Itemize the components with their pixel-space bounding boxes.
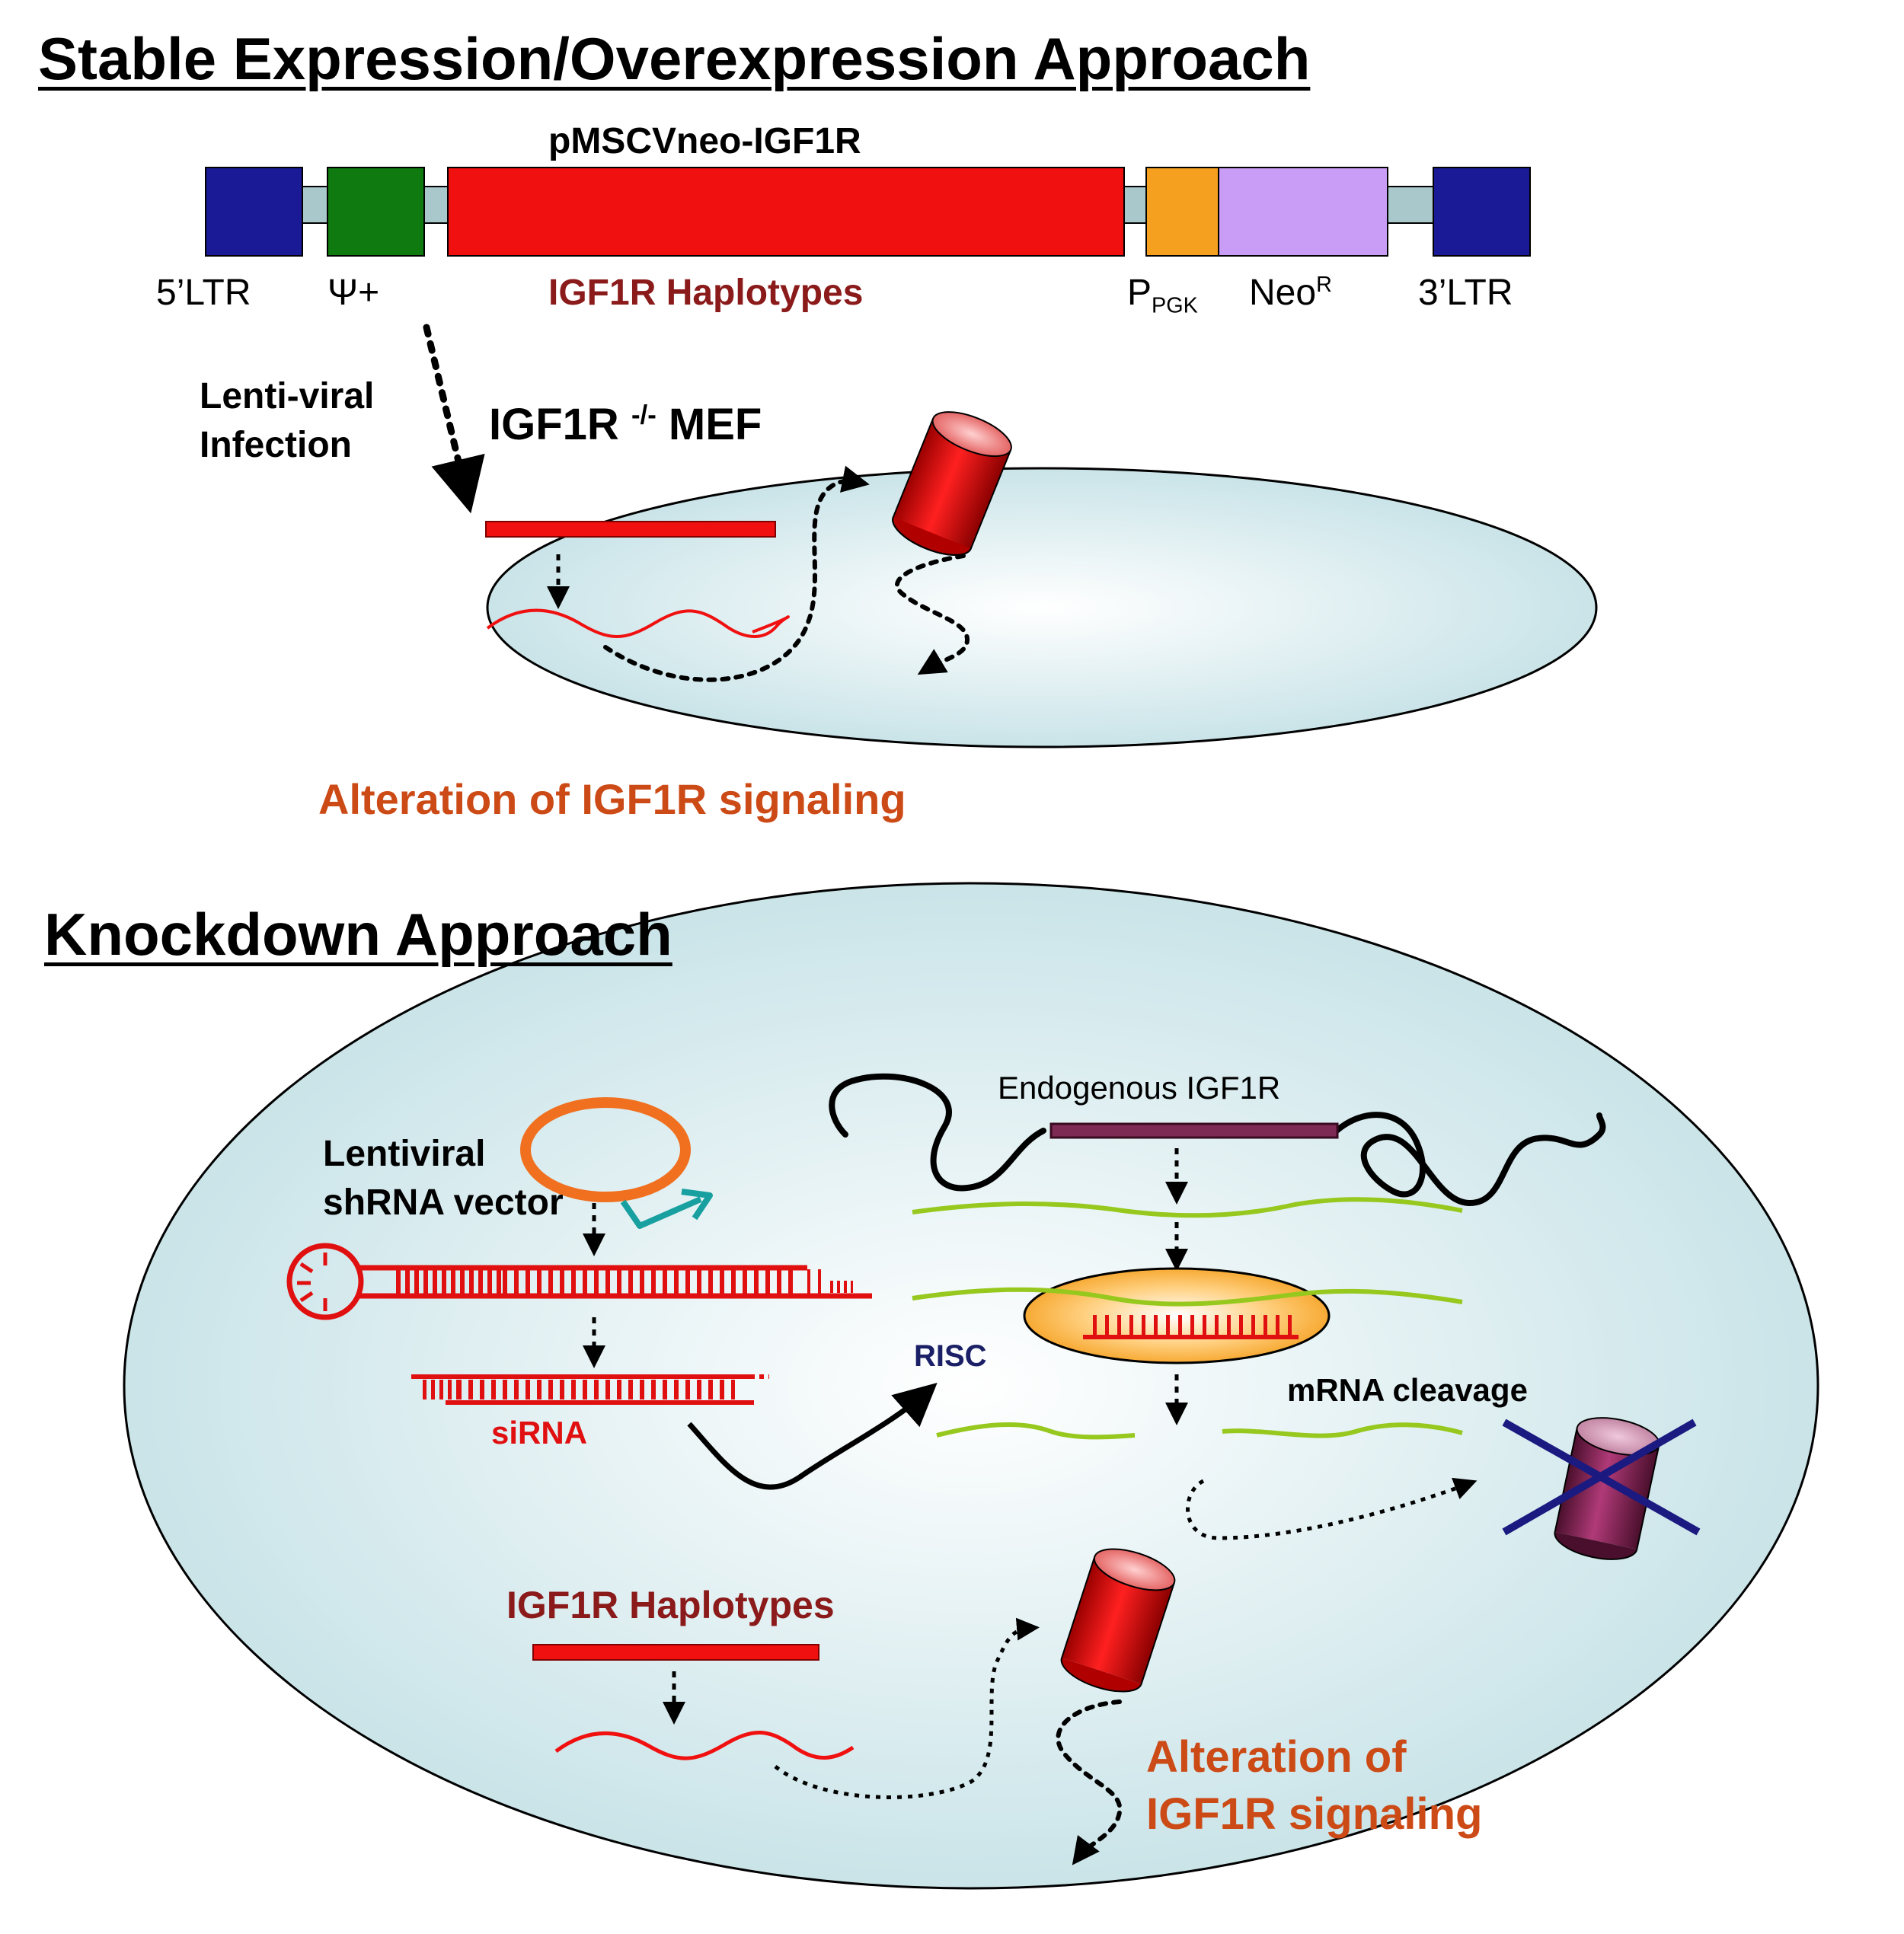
promoter-arrow [620,1196,702,1229]
label-igf1r-haplotypes: IGF1R Haplotypes [548,273,864,313]
mef-cell-label: IGF1R -/- MEF [489,400,762,449]
sirna-label: siRNA [491,1415,588,1450]
promoter-arrowhead [681,1189,713,1221]
label-ppgk: PPGK [1127,273,1198,318]
outcome-top: Alteration of IGF1R signaling [318,775,906,823]
signaling-arrow-bottom [1056,1699,1123,1865]
igf1r-mrna-top [486,608,790,638]
infection-label-line2: Infection [200,425,352,465]
label-3ltr: 3’LTR [1418,273,1513,313]
signaling-arrow-top [895,554,970,675]
mrna-cleavage-label: mRNA cleavage [1287,1372,1528,1408]
vector-label-line1: Lentiviral [323,1134,486,1174]
endogenous-igf1r-bar [1049,1122,1339,1139]
cleaved-mrna-right [1222,1422,1463,1438]
igf1r-mrna-bottom [554,1731,855,1760]
hairpin-loop [286,1243,364,1320]
knockdown-cell [123,882,1819,1890]
cross-mark-b [1502,1419,1697,1536]
knockdown-title: Knockdown Approach [44,901,672,968]
haplotypes-label-bottom: IGF1R Haplotypes [506,1584,835,1626]
shrna-hairpin [286,1243,872,1320]
risc-guide-strand [1083,1315,1299,1339]
haplotype-transgene-bar [532,1644,819,1661]
linker-4 [1385,186,1434,224]
linker-2 [422,186,450,224]
segment-psi [327,167,425,257]
cleaved-mrna-left [936,1422,1136,1440]
outcome-bottom-line2: IGF1R signaling [1146,1789,1483,1839]
igf1r-receptor-bottom [1060,1548,1176,1693]
construct-map [205,167,1531,257]
shrna-vector-ring [520,1097,691,1202]
overexpression-title: Stable Expression/Overexpression Approac… [38,25,1311,92]
endogenous-mrna-risc [912,1287,1463,1307]
mef-cell [486,467,1598,748]
label-5ltr: 5’LTR [156,273,251,313]
segment-neo [1218,167,1388,257]
construct-name: pMSCVneo-IGF1R [548,121,861,161]
infection-label-line1: Lenti-viral [200,376,375,416]
segment-igf1r [447,167,1125,257]
endogenous-mrna-1 [912,1197,1463,1218]
endogenous-igf1r-label: Endogenous IGF1R [998,1070,1281,1106]
risc-complex [1023,1267,1331,1364]
linker-1 [300,186,328,224]
translation-arrow-top [603,465,870,682]
segment-ppgk [1145,167,1219,257]
label-neo: NeoR [1249,273,1332,313]
igf1r-transgene-bar [485,521,776,538]
segment-3ltr [1433,167,1531,257]
sirna-duplex [411,1374,769,1405]
sirna-to-risc-arrow [687,1383,938,1490]
outcome-bottom-line1: Alteration of [1146,1732,1407,1782]
chromatin-right [1334,1112,1606,1207]
risc-label: RISC [914,1339,987,1373]
label-psi: Ψ+ [327,273,380,313]
vector-label-line2: shRNA vector [323,1182,564,1223]
igf1r-receptor-top [892,411,1012,556]
infection-arrow [423,324,485,514]
segment-5ltr [205,167,303,257]
chromatin-left [829,1073,1046,1192]
linker-3 [1123,186,1147,224]
